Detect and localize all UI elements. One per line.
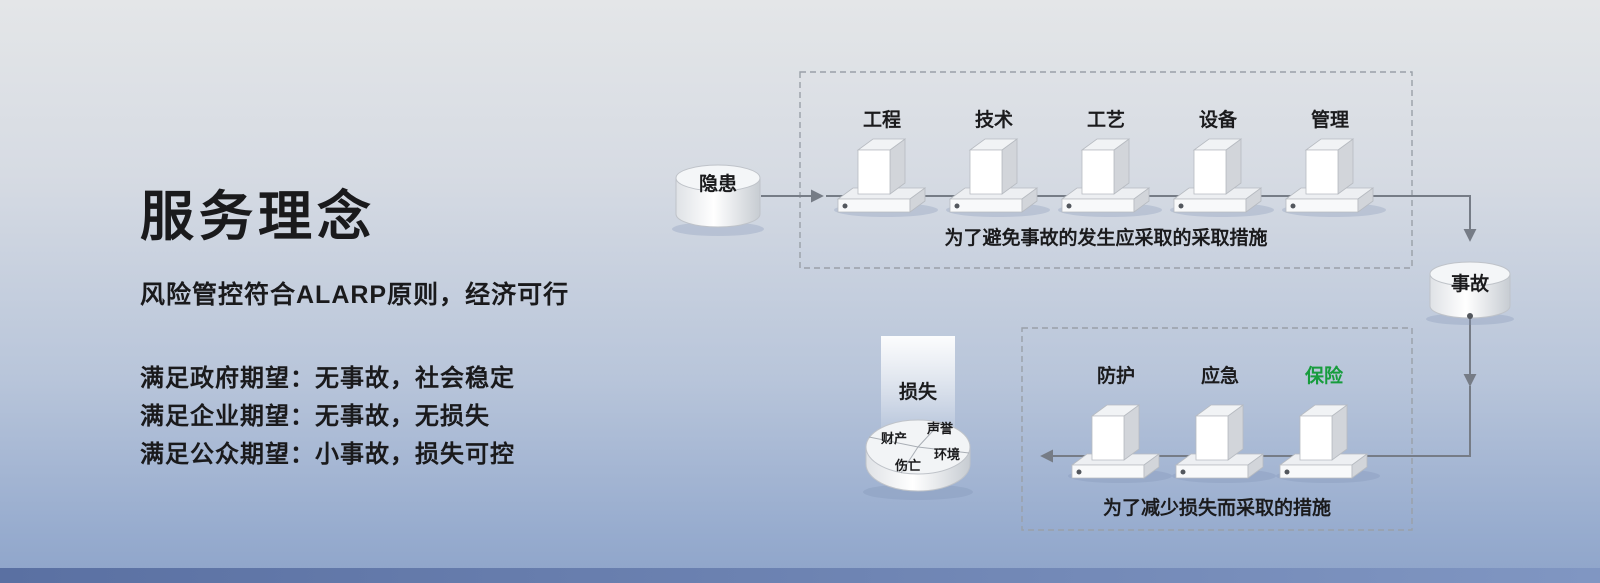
prevention-caption: 为了避免事故的发生应采取的采取措施: [944, 226, 1267, 249]
loss-segment-casualty: 伤亡: [894, 458, 921, 473]
barrier-label-emergency: 应急: [1201, 364, 1239, 387]
footer-band: [0, 568, 1600, 583]
barrier-block-insurance: [1275, 404, 1381, 484]
flow-arrows: [761, 189, 1477, 463]
prevention-box: [799, 71, 1413, 269]
accident-node: 事故: [1426, 261, 1514, 325]
mitigation-caption: 为了减少损失而采取的措施: [1103, 496, 1331, 519]
hazard-label: 隐患: [699, 172, 737, 195]
barrier-label-protection: 防护: [1097, 364, 1135, 387]
expectation-enterprise: 满足企业期望：无事故，无损失: [140, 403, 490, 430]
barrier-label-insurance: 保险: [1304, 364, 1344, 387]
barrier-label-equipment: 设备: [1199, 108, 1238, 131]
barrier-block-emergency: [1171, 404, 1277, 484]
loss-node: 财产 声誉 伤亡 环境 损失: [863, 380, 973, 500]
arrow-barriers-to-accident: [826, 195, 1477, 242]
hazard-shadow: [672, 222, 764, 236]
barrier-block-management: [1281, 138, 1387, 218]
barrier-block-technology: [945, 138, 1051, 218]
hazard-cylinder-top: [675, 164, 761, 192]
loss-shadow: [863, 484, 973, 500]
barrier-label-management: 管理: [1311, 108, 1349, 131]
intro-panel: 服务理念 风险管控符合ALARP原则，经济可行 满足政府期望：无事故，社会稳定 …: [140, 186, 569, 474]
barrier-label-technology: 技术: [975, 108, 1013, 131]
hazard-cylinder-body: [675, 178, 761, 228]
page-title: 服务理念: [140, 187, 376, 247]
barrier-label-engineering: 工程: [863, 109, 901, 131]
barrier-block-process: [1057, 138, 1163, 218]
mitigation-box: [1021, 327, 1413, 531]
subtitle: 风险管控符合ALARP原则，经济可行: [140, 281, 570, 309]
expectations-list: 满足政府期望：无事故，社会稳定 满足企业期望：无事故，无损失 满足公众期望：小事…: [140, 360, 569, 474]
barrier-label-process: 工艺: [1087, 109, 1125, 131]
barrier-block-equipment: [1169, 138, 1275, 218]
expectation-public: 满足公众期望：小事故，损失可控: [140, 441, 515, 468]
accident-label: 事故: [1451, 272, 1490, 295]
hazard-node: 隐患: [672, 164, 764, 236]
arrow-mitigation-to-loss: [1040, 386, 1471, 463]
barrier-block-protection: [1067, 404, 1173, 484]
loss-label: 损失: [899, 380, 938, 403]
expectation-government: 满足政府期望：无事故，社会稳定: [140, 365, 515, 392]
loss-segment-property: 财产: [881, 431, 907, 446]
barrier-block-engineering: [833, 138, 939, 218]
loss-segment-reputation: 声誉: [926, 421, 954, 436]
accident-connector-dot: [1467, 313, 1473, 319]
accident-cylinder-top: [1429, 261, 1511, 287]
loss-segment-environment: 环境: [934, 447, 960, 462]
loss-pie-dividers: [868, 421, 970, 474]
